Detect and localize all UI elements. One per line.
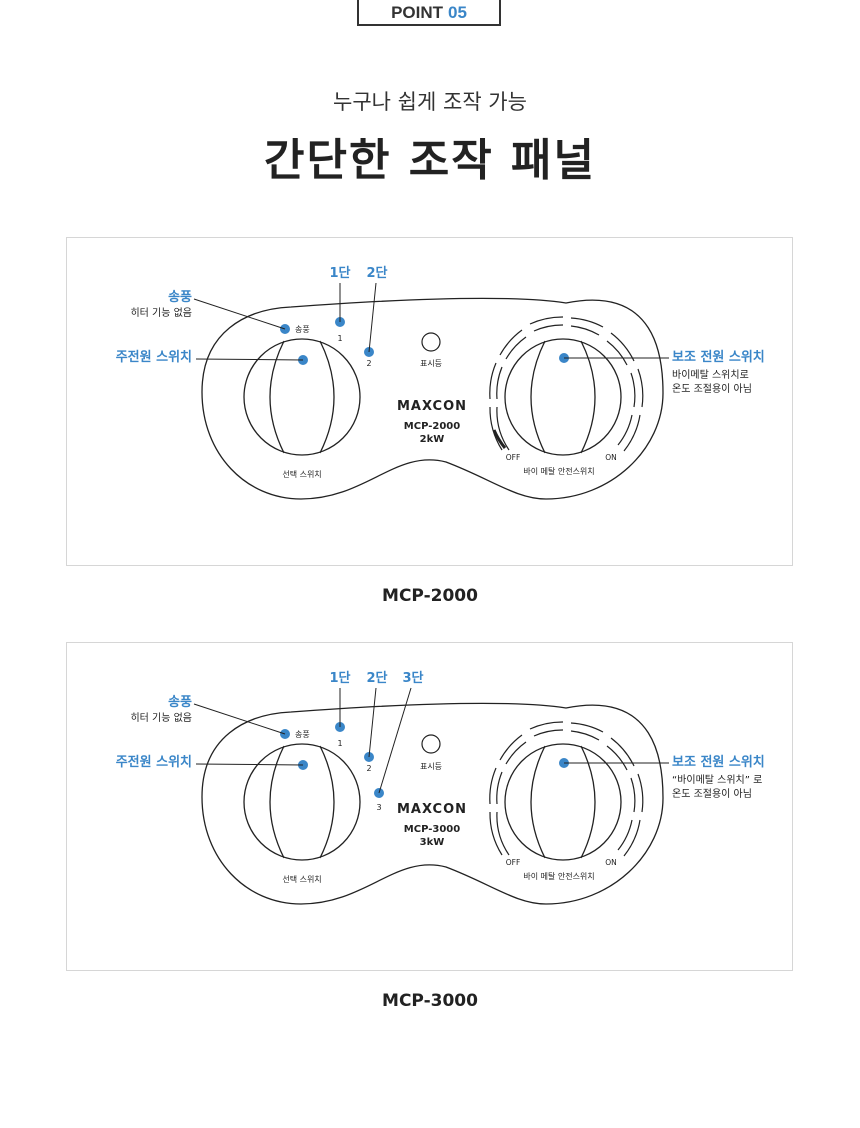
step-1-number: 1: [337, 739, 342, 748]
callout-fan-desc: 히터 기능 없음: [130, 306, 192, 319]
on-label: ON: [605, 858, 617, 867]
dial-scale: [489, 721, 644, 857]
on-label: ON: [605, 453, 617, 462]
brand-logo: MAXCON: [397, 399, 467, 414]
callout-aux-desc-1: 바이메탈 스위치로: [672, 368, 749, 381]
indicator-label: 표시등: [420, 359, 442, 368]
control-panel-diagram: 표시등 송풍 1 2 MAXCON MCP-2000 2kW 선택 스위치 바이…: [116, 265, 765, 500]
indicator-label: 표시등: [420, 762, 442, 771]
callout-step-3: 3단: [402, 670, 423, 686]
panel-body-outline: [201, 297, 664, 500]
callout-aux-desc-2: 온도 조절용이 아님: [672, 382, 752, 395]
panel-box-mcp-3000: 표시등 송풍 1 2 3 MAXCON MCP-3000 3kW 선택 스위치 …: [66, 642, 793, 971]
step-1-number: 1: [337, 334, 342, 343]
fan-label: 송풍: [295, 325, 310, 334]
brand-logo: MAXCON: [397, 802, 467, 817]
left-knob-label: 선택 스위치: [282, 874, 321, 884]
power-rating: 3kW: [420, 837, 445, 848]
callout-aux-power: 보조 전원 스위치: [672, 349, 765, 365]
callout-step-1: 1단: [329, 265, 350, 281]
step-2-number: 2: [366, 359, 371, 368]
right-knob-label: 바이 메탈 안전스위치: [523, 871, 594, 881]
point-number: 05: [448, 3, 467, 22]
callout-fan-title: 송풍: [168, 695, 192, 710]
model-name: MCP-2000: [404, 421, 460, 432]
step-3-number: 3: [376, 803, 381, 812]
callout-aux-desc-2: 온도 조절용이 아님: [672, 787, 752, 800]
indicator-lamp: [421, 332, 441, 352]
panel-box-mcp-2000: 표시등 송풍 1 2 MAXCON MCP-2000 2kW 선택 스위치 바이…: [66, 237, 793, 566]
left-knob[interactable]: [243, 743, 361, 861]
power-rating: 2kW: [420, 434, 445, 445]
model-caption-2: MCP-3000: [382, 991, 478, 1011]
callout-main-power: 주전원 스위치: [116, 349, 192, 365]
model-caption-1: MCP-2000: [382, 586, 478, 606]
callout-step-2: 2단: [366, 670, 387, 686]
control-panel-diagram: 표시등 송풍 1 2 3 MAXCON MCP-3000 3kW 선택 스위치 …: [116, 670, 765, 905]
left-knob[interactable]: [243, 338, 361, 456]
callout-aux-desc-1: “바이메탈 스위치” 로: [672, 773, 762, 786]
off-label: OFF: [506, 453, 521, 462]
dial-scale: [489, 316, 644, 452]
right-knob-label: 바이 메탈 안전스위치: [523, 466, 594, 476]
callout-fan-desc: 히터 기능 없음: [130, 711, 192, 724]
right-knob[interactable]: [504, 743, 622, 861]
off-label: OFF: [506, 858, 521, 867]
model-name: MCP-3000: [404, 824, 460, 835]
section-title: 간단한 조작 패널: [264, 135, 596, 186]
step-2-number: 2: [366, 764, 371, 773]
callout-aux-power: 보조 전원 스위치: [672, 754, 765, 770]
callout-step-2: 2단: [366, 265, 387, 281]
section-subtitle: 누구나 쉽게 조작 가능: [333, 90, 527, 114]
left-knob-label: 선택 스위치: [282, 469, 321, 479]
panel-body-outline: [201, 702, 664, 905]
point-label: POINT: [391, 3, 444, 22]
indicator-lamp: [421, 734, 441, 754]
callout-fan-title: 송풍: [168, 290, 192, 305]
callout-main-power: 주전원 스위치: [116, 754, 192, 770]
off-marker-arc: [492, 429, 507, 449]
callout-step-1: 1단: [329, 670, 350, 686]
fan-label: 송풍: [295, 730, 310, 739]
right-knob[interactable]: [504, 338, 622, 456]
